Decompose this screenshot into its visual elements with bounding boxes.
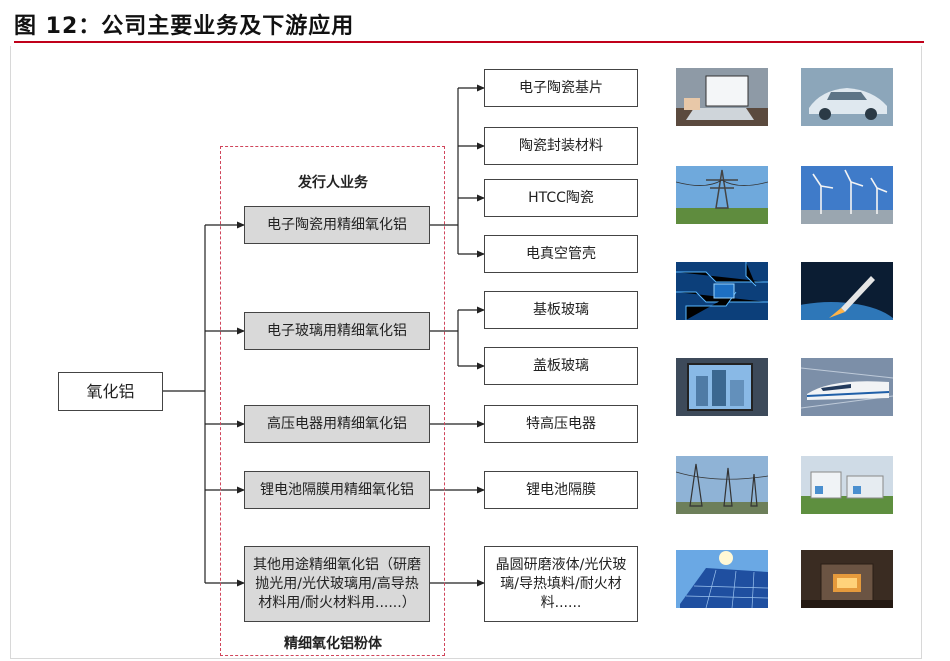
app-node-1: 电子陶瓷基片 bbox=[484, 69, 638, 107]
app-node-2: 陶瓷封装材料 bbox=[484, 127, 638, 165]
app-node-7: 特高压电器 bbox=[484, 405, 638, 443]
group-label-top: 发行人业务 bbox=[298, 175, 368, 191]
business-node-2: 电子玻璃用精细氧化铝 bbox=[244, 312, 430, 350]
group-label-bottom: 精细氧化铝粉体 bbox=[284, 636, 382, 652]
business-node-5: 其他用途精细氧化铝（研磨抛光用/光伏玻璃用/高导热材料用/耐火材料用......… bbox=[244, 546, 430, 622]
car-photo bbox=[801, 68, 893, 126]
figure-title: 图 12：公司主要业务及下游应用 bbox=[14, 14, 355, 39]
title-rule bbox=[14, 41, 924, 43]
business-node-3: 高压电器用精细氧化铝 bbox=[244, 405, 430, 443]
circuit-board-photo bbox=[676, 262, 768, 320]
app-node-6: 盖板玻璃 bbox=[484, 347, 638, 385]
furnace-photo bbox=[801, 550, 893, 608]
transmission-line-photo bbox=[676, 456, 768, 514]
business-node-4: 锂电池隔膜用精细氧化铝 bbox=[244, 471, 430, 509]
power-tower-photo bbox=[676, 166, 768, 224]
wind-turbine-photo bbox=[801, 166, 893, 224]
figure-frame bbox=[10, 46, 922, 659]
bullet-train-photo bbox=[801, 358, 893, 416]
led-screen-photo bbox=[676, 358, 768, 416]
app-node-3: HTCC陶瓷 bbox=[484, 179, 638, 217]
app-node-5: 基板玻璃 bbox=[484, 291, 638, 329]
app-node-8: 锂电池隔膜 bbox=[484, 471, 638, 509]
rocket-photo bbox=[801, 262, 893, 320]
app-node-9: 晶圆研磨液体/光伏玻璃/导热填料/耐火材料...... bbox=[484, 546, 638, 622]
business-node-1: 电子陶瓷用精细氧化铝 bbox=[244, 206, 430, 244]
app-node-4: 电真空管壳 bbox=[484, 235, 638, 273]
business-group-frame bbox=[220, 146, 445, 656]
laptop-photo bbox=[676, 68, 768, 126]
solar-panel-photo bbox=[676, 550, 768, 608]
battery-factory-photo bbox=[801, 456, 893, 514]
root-node-alumina: 氧化铝 bbox=[58, 372, 163, 411]
